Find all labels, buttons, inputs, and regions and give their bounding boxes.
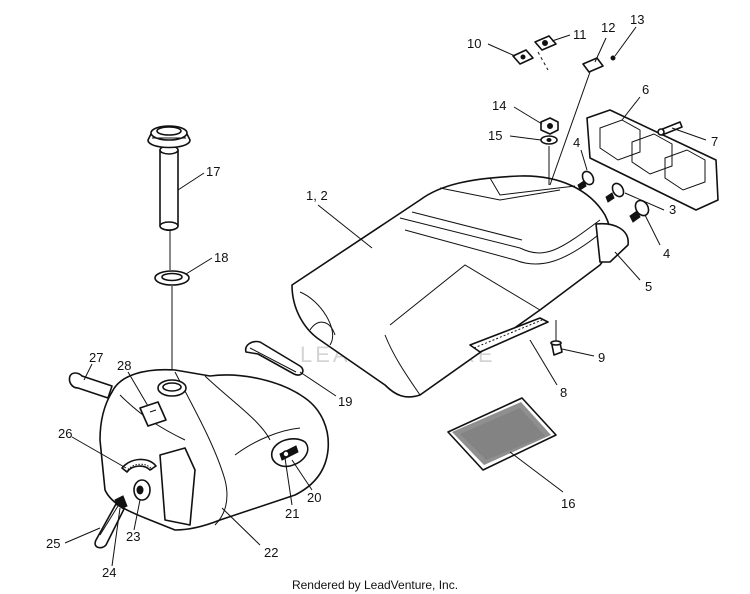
screw-7: [657, 121, 683, 136]
grommet: [154, 270, 190, 286]
callout-18: 18: [214, 250, 228, 265]
assembly-line-13: [549, 71, 591, 186]
callout-17: 17: [206, 164, 220, 179]
bulb-3: [605, 182, 625, 203]
callout-19: 19: [338, 394, 352, 409]
callout-4-lower: 4: [663, 246, 670, 261]
callout-28: 28: [117, 358, 131, 373]
callout-10: 10: [467, 36, 481, 51]
fuel-cap: [147, 125, 191, 149]
callout-1-2: 1, 2: [306, 188, 328, 203]
assembly-line-11: [537, 51, 549, 71]
callout-7: 7: [711, 134, 718, 149]
callout-27: 27: [89, 350, 103, 365]
seat-strap: [469, 317, 549, 353]
callout-3: 3: [669, 202, 676, 217]
clip-10: [512, 49, 534, 65]
filler-neck: [159, 145, 179, 232]
callout-5: 5: [645, 279, 652, 294]
fuel-level-window: [270, 438, 309, 468]
bulb-4-lower: [629, 199, 650, 223]
callout-9: 9: [598, 350, 605, 365]
bulb-4-upper: [577, 170, 595, 191]
taillight-lens: [586, 109, 719, 211]
callout-25: 25: [46, 536, 60, 551]
callout-11: 11: [573, 27, 587, 42]
callout-20: 20: [307, 490, 321, 505]
clip-11: [534, 35, 557, 51]
callout-21: 21: [285, 506, 299, 521]
fuel-hose: [94, 503, 125, 549]
callout-13: 13: [630, 12, 644, 27]
strap-stitch: [473, 319, 543, 349]
clip-12: [582, 57, 604, 73]
tank-strap: [244, 340, 304, 376]
callout-15: 15: [488, 128, 502, 143]
rivet-13: [610, 55, 616, 61]
nut-14: [540, 117, 559, 135]
leader-lines: [64, 26, 707, 567]
callout-4-upper: 4: [573, 135, 580, 150]
callout-6: 6: [642, 82, 649, 97]
callout-16: 16: [561, 496, 575, 511]
outlet-gasket: [121, 458, 157, 473]
vent-fitting: [139, 401, 167, 427]
callout-14: 14: [492, 98, 506, 113]
callout-12: 12: [601, 20, 615, 35]
callout-23: 23: [126, 529, 140, 544]
callout-26: 26: [58, 426, 72, 441]
washer-15: [540, 135, 558, 145]
vent-hose: [68, 372, 113, 399]
callout-22: 22: [264, 545, 278, 560]
callout-8: 8: [560, 385, 567, 400]
fastener-9: [550, 320, 563, 356]
seat: [291, 175, 629, 398]
fuel-outlet-fitting: [133, 479, 151, 501]
footer-credit: Rendered by LeadVenture, Inc.: [291, 578, 459, 592]
seat-foam-pad: [447, 397, 557, 471]
callout-24: 24: [102, 565, 116, 580]
